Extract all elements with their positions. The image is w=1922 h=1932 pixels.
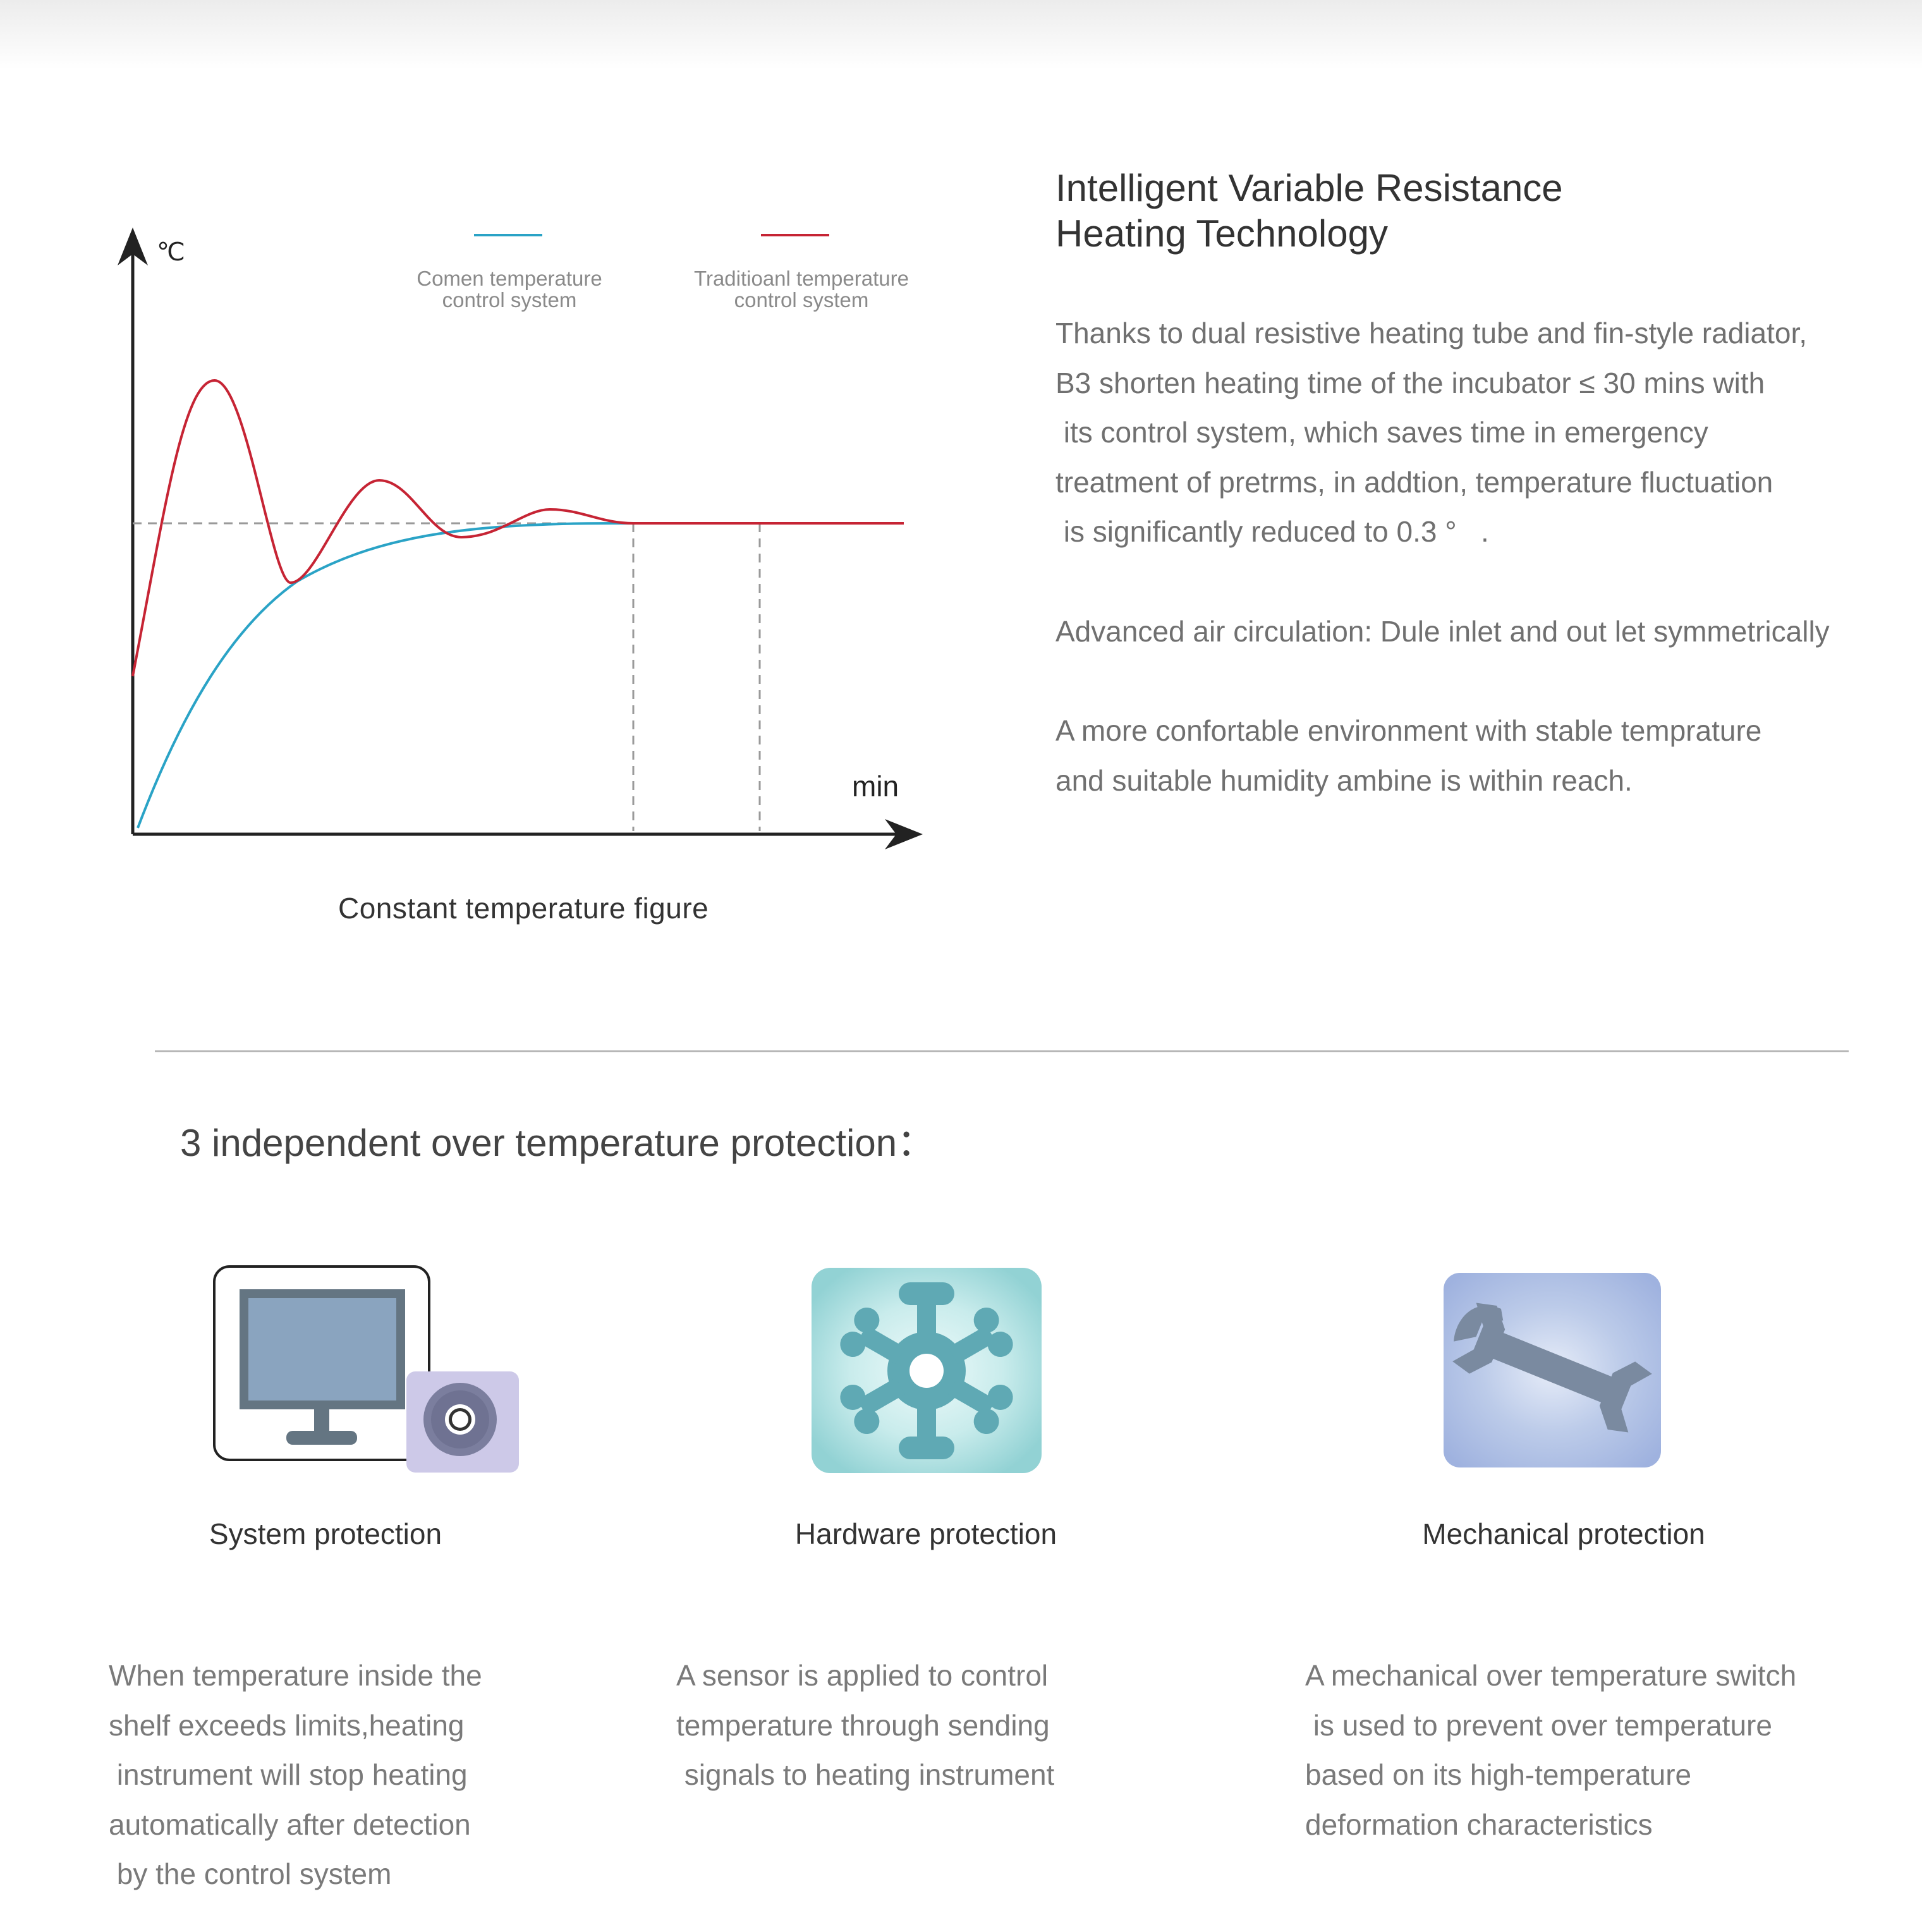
desc-line: instrument will stop heating bbox=[109, 1758, 468, 1791]
para-line: A more confortable environment with stab… bbox=[1055, 714, 1762, 747]
desc-line: is used to prevent over temperature bbox=[1305, 1708, 1772, 1742]
heating-title-line: Heating Technology bbox=[1055, 212, 1388, 255]
air-circulation-text: Advanced air circulation: Dule inlet and… bbox=[1055, 607, 1896, 657]
desc-line: When temperature inside the bbox=[109, 1659, 482, 1692]
wrench-icon bbox=[1444, 1273, 1661, 1467]
series-line-comen bbox=[137, 522, 633, 829]
monitor-and-disc-icon bbox=[213, 1265, 519, 1473]
x-axis-arrow bbox=[885, 819, 923, 849]
heating-title: Intelligent Variable Resistance Heating … bbox=[1055, 166, 1877, 257]
desc-line: based on its high-temperature bbox=[1305, 1758, 1692, 1791]
para-line: Thanks to dual resistive heating tube an… bbox=[1055, 317, 1808, 349]
legend-label-comen-line1: Comen temperature bbox=[417, 267, 602, 290]
para-line: treatment of pretrms, in addtion, temper… bbox=[1055, 465, 1773, 499]
mechanical-protection-label: Mechanical protection bbox=[1422, 1517, 1705, 1550]
legend-label-comen-line2: control system bbox=[442, 288, 577, 312]
desc-line: temperature through sending bbox=[676, 1708, 1050, 1742]
desc-line: signals to heating instrument bbox=[676, 1758, 1055, 1791]
x-axis-label: min bbox=[852, 770, 899, 803]
para-line: and suitable humidity ambine is within r… bbox=[1055, 763, 1633, 797]
hardware-protection-description: A sensor is applied to control temperatu… bbox=[676, 1651, 1232, 1800]
para-line: Advanced air circulation: Dule inlet and… bbox=[1055, 615, 1830, 648]
mechanical-protection-description: A mechanical over temperature switch is … bbox=[1305, 1651, 1861, 1849]
desc-line: automatically after detection bbox=[109, 1807, 471, 1841]
desc-line: A mechanical over temperature switch bbox=[1305, 1659, 1797, 1692]
desc-line: A sensor is applied to control bbox=[676, 1659, 1049, 1692]
desc-line: by the control system bbox=[109, 1857, 392, 1890]
protection-title: 3 independent over temperature protectio… bbox=[180, 1122, 935, 1164]
top-fade bbox=[0, 0, 1922, 70]
para-line: is significantly reduced to 0.3 ° . bbox=[1055, 515, 1489, 548]
heating-description: Thanks to dual resistive heating tube an… bbox=[1055, 308, 1896, 557]
desc-line: deformation characteristics bbox=[1305, 1807, 1653, 1841]
desc-line: shelf exceeds limits,heating bbox=[109, 1708, 465, 1742]
system-protection-description: When temperature inside the shelf exceed… bbox=[109, 1651, 665, 1899]
para-line: its control system, which saves time in … bbox=[1055, 416, 1708, 449]
chart-caption: Constant temperature figure bbox=[338, 892, 709, 925]
constant-temperature-chart: ℃ min Comen temperature control system T… bbox=[118, 228, 923, 849]
legend-label-traditional-line2: control system bbox=[734, 288, 869, 312]
para-line: B3 shorten heating time of the incubator… bbox=[1055, 366, 1765, 399]
hardware-protection-label: Hardware protection bbox=[794, 1517, 1057, 1550]
series-line-traditional bbox=[131, 379, 904, 677]
gear-sensor-icon bbox=[812, 1268, 1042, 1473]
environment-text: A more confortable environment with stab… bbox=[1055, 706, 1896, 805]
heating-title-line: Intelligent Variable Resistance bbox=[1055, 167, 1563, 209]
system-protection-label: System protection bbox=[209, 1517, 442, 1550]
y-axis-arrow bbox=[118, 228, 148, 265]
y-axis-label: ℃ bbox=[157, 238, 185, 266]
section-divider bbox=[155, 1050, 1849, 1052]
legend-label-traditional-line1: Traditioanl temperature bbox=[694, 267, 909, 290]
